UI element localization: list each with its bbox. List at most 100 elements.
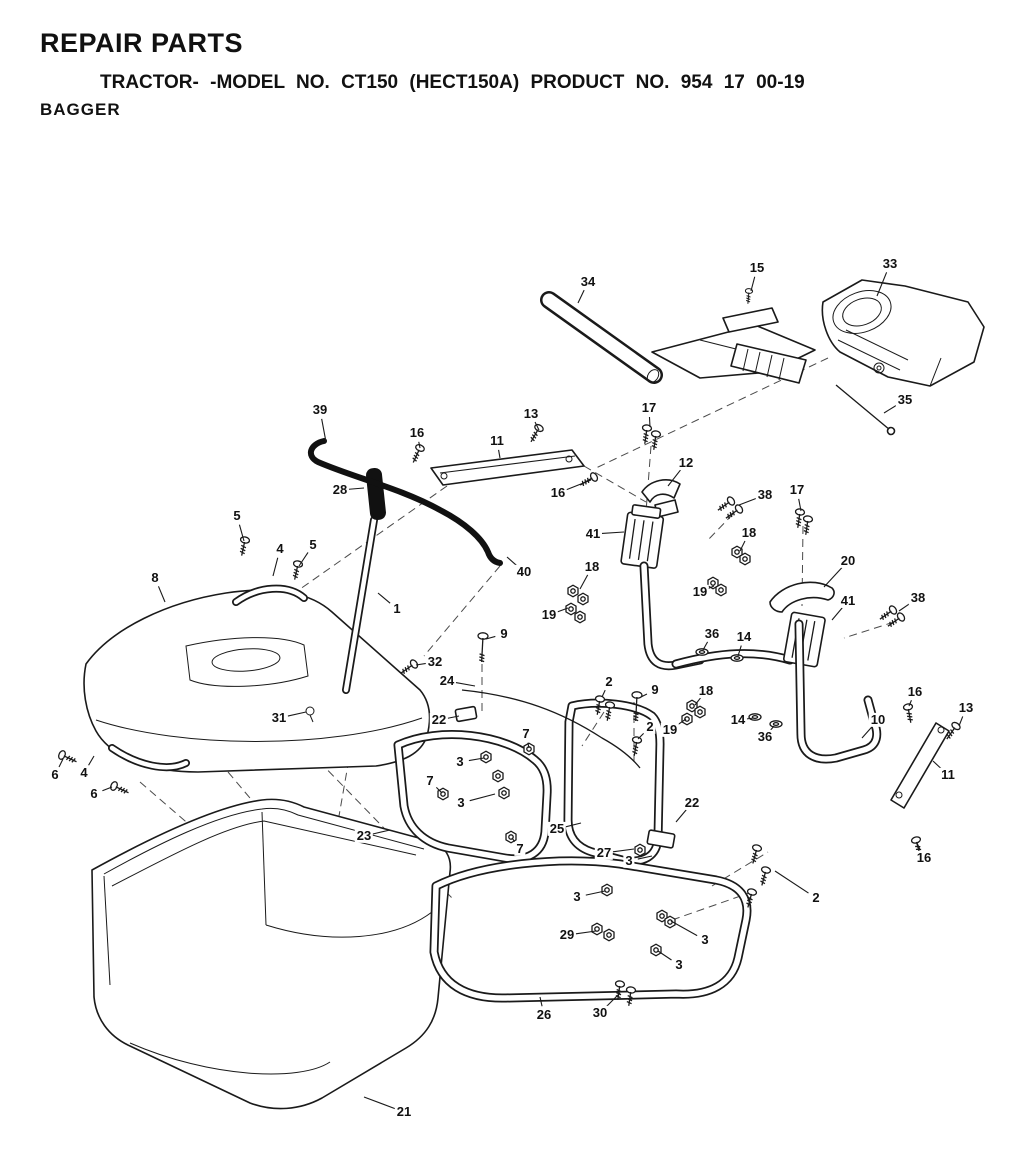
callout-15: 15 [747,259,767,276]
callout-9: 9 [649,681,661,698]
leader-line-11 [498,449,501,459]
page-title: REPAIR PARTS [40,28,244,58]
callout-18: 18 [739,524,759,541]
callout-25: 25 [547,820,567,837]
handle-tube-34 [540,291,816,384]
callout-30: 30 [590,1004,610,1021]
callout-19: 19 [690,583,710,600]
leader-line-38 [898,602,911,612]
callout-16: 16 [548,484,568,501]
leader-line-4 [88,755,95,766]
leader-line-18 [739,540,746,552]
leader-line-30 [605,992,621,1008]
callout-19: 19 [660,721,680,738]
callout-2: 2 [810,889,822,906]
leader-line-14 [737,645,742,657]
leader-line-19 [557,607,569,613]
callout-27: 27 [594,844,614,861]
callout-17: 17 [639,399,659,416]
callout-13: 13 [956,699,976,716]
callout-9: 9 [498,625,510,642]
leader-line-16 [566,479,592,491]
callout-10: 10 [868,711,888,728]
leader-line-14 [746,717,755,720]
latch-rod-39-40 [307,438,503,566]
leader-line-4 [272,557,279,577]
leader-line-9 [640,693,648,698]
section-label: BAGGER [40,100,121,119]
leader-line-22 [675,809,687,823]
callout-18: 18 [696,682,716,699]
leader-line-8 [157,586,166,603]
callout-3: 3 [673,956,685,973]
bracket-12 [641,479,681,518]
bag-frame-26 [429,856,752,1003]
callout-18: 18 [582,558,602,575]
callout-2: 2 [644,718,656,735]
leader-line-3 [585,890,606,896]
callout-11: 11 [939,766,957,783]
leader-line-17 [648,416,651,428]
callout-4: 4 [274,540,286,557]
leader-line-32 [415,662,427,666]
callout-7: 7 [514,840,526,857]
callout-34: 34 [578,273,598,290]
callout-14: 14 [728,711,748,728]
leader-line-41 [831,607,843,621]
leader-line-22 [447,715,460,719]
callout-36: 36 [755,728,775,745]
leader-line-38 [738,497,757,506]
leader-line-2 [601,689,606,698]
callout-2: 2 [603,673,615,690]
callout-36: 36 [702,625,722,642]
callout-4: 4 [78,764,90,781]
leader-line-29 [575,930,597,935]
callout-8: 8 [149,569,161,586]
chute-rod-35 [835,384,896,436]
callout-14: 14 [734,628,754,645]
callout-17: 17 [787,481,807,498]
callout-24: 24 [437,672,457,689]
callout-26: 26 [534,1006,554,1023]
leader-line-6 [58,758,64,768]
bag-frame-23 [393,730,552,864]
leader-line-35 [883,404,898,414]
leader-line-3 [637,855,653,860]
leader-line-2 [637,732,645,740]
leader-line-27 [612,848,635,853]
leader-line-39 [321,418,327,443]
leader-line-26 [539,996,543,1007]
leader-line-25 [565,822,582,828]
leader-line-3 [468,757,485,762]
leader-line-18 [579,574,589,590]
leader-line-20 [823,567,843,588]
callout-20: 20 [838,552,858,569]
callout-35: 35 [895,391,915,408]
leader-line-34 [577,289,585,304]
bagger-container-21 [91,798,452,1110]
model-line: TRACTOR- -MODEL NO. CT150 (HECT150A) PRO… [100,72,805,93]
leader-line-28 [348,487,365,490]
callout-32: 32 [425,653,445,670]
leader-line-13 [958,716,964,727]
callout-21: 21 [394,1103,414,1120]
callout-7: 7 [424,772,436,789]
leader-line-18 [694,697,701,706]
callout-5: 5 [307,536,319,553]
leader-line-9 [485,635,496,640]
callout-38: 38 [908,589,928,606]
callout-22: 22 [682,794,702,811]
leader-line-36 [702,641,709,651]
callout-6: 6 [49,766,61,783]
leader-line-11 [932,760,942,770]
frame-clip-22 [454,705,478,723]
leader-line-7 [435,786,443,794]
callout-41: 41 [583,525,603,542]
callout-1: 1 [391,600,403,617]
callout-3: 3 [699,931,711,948]
